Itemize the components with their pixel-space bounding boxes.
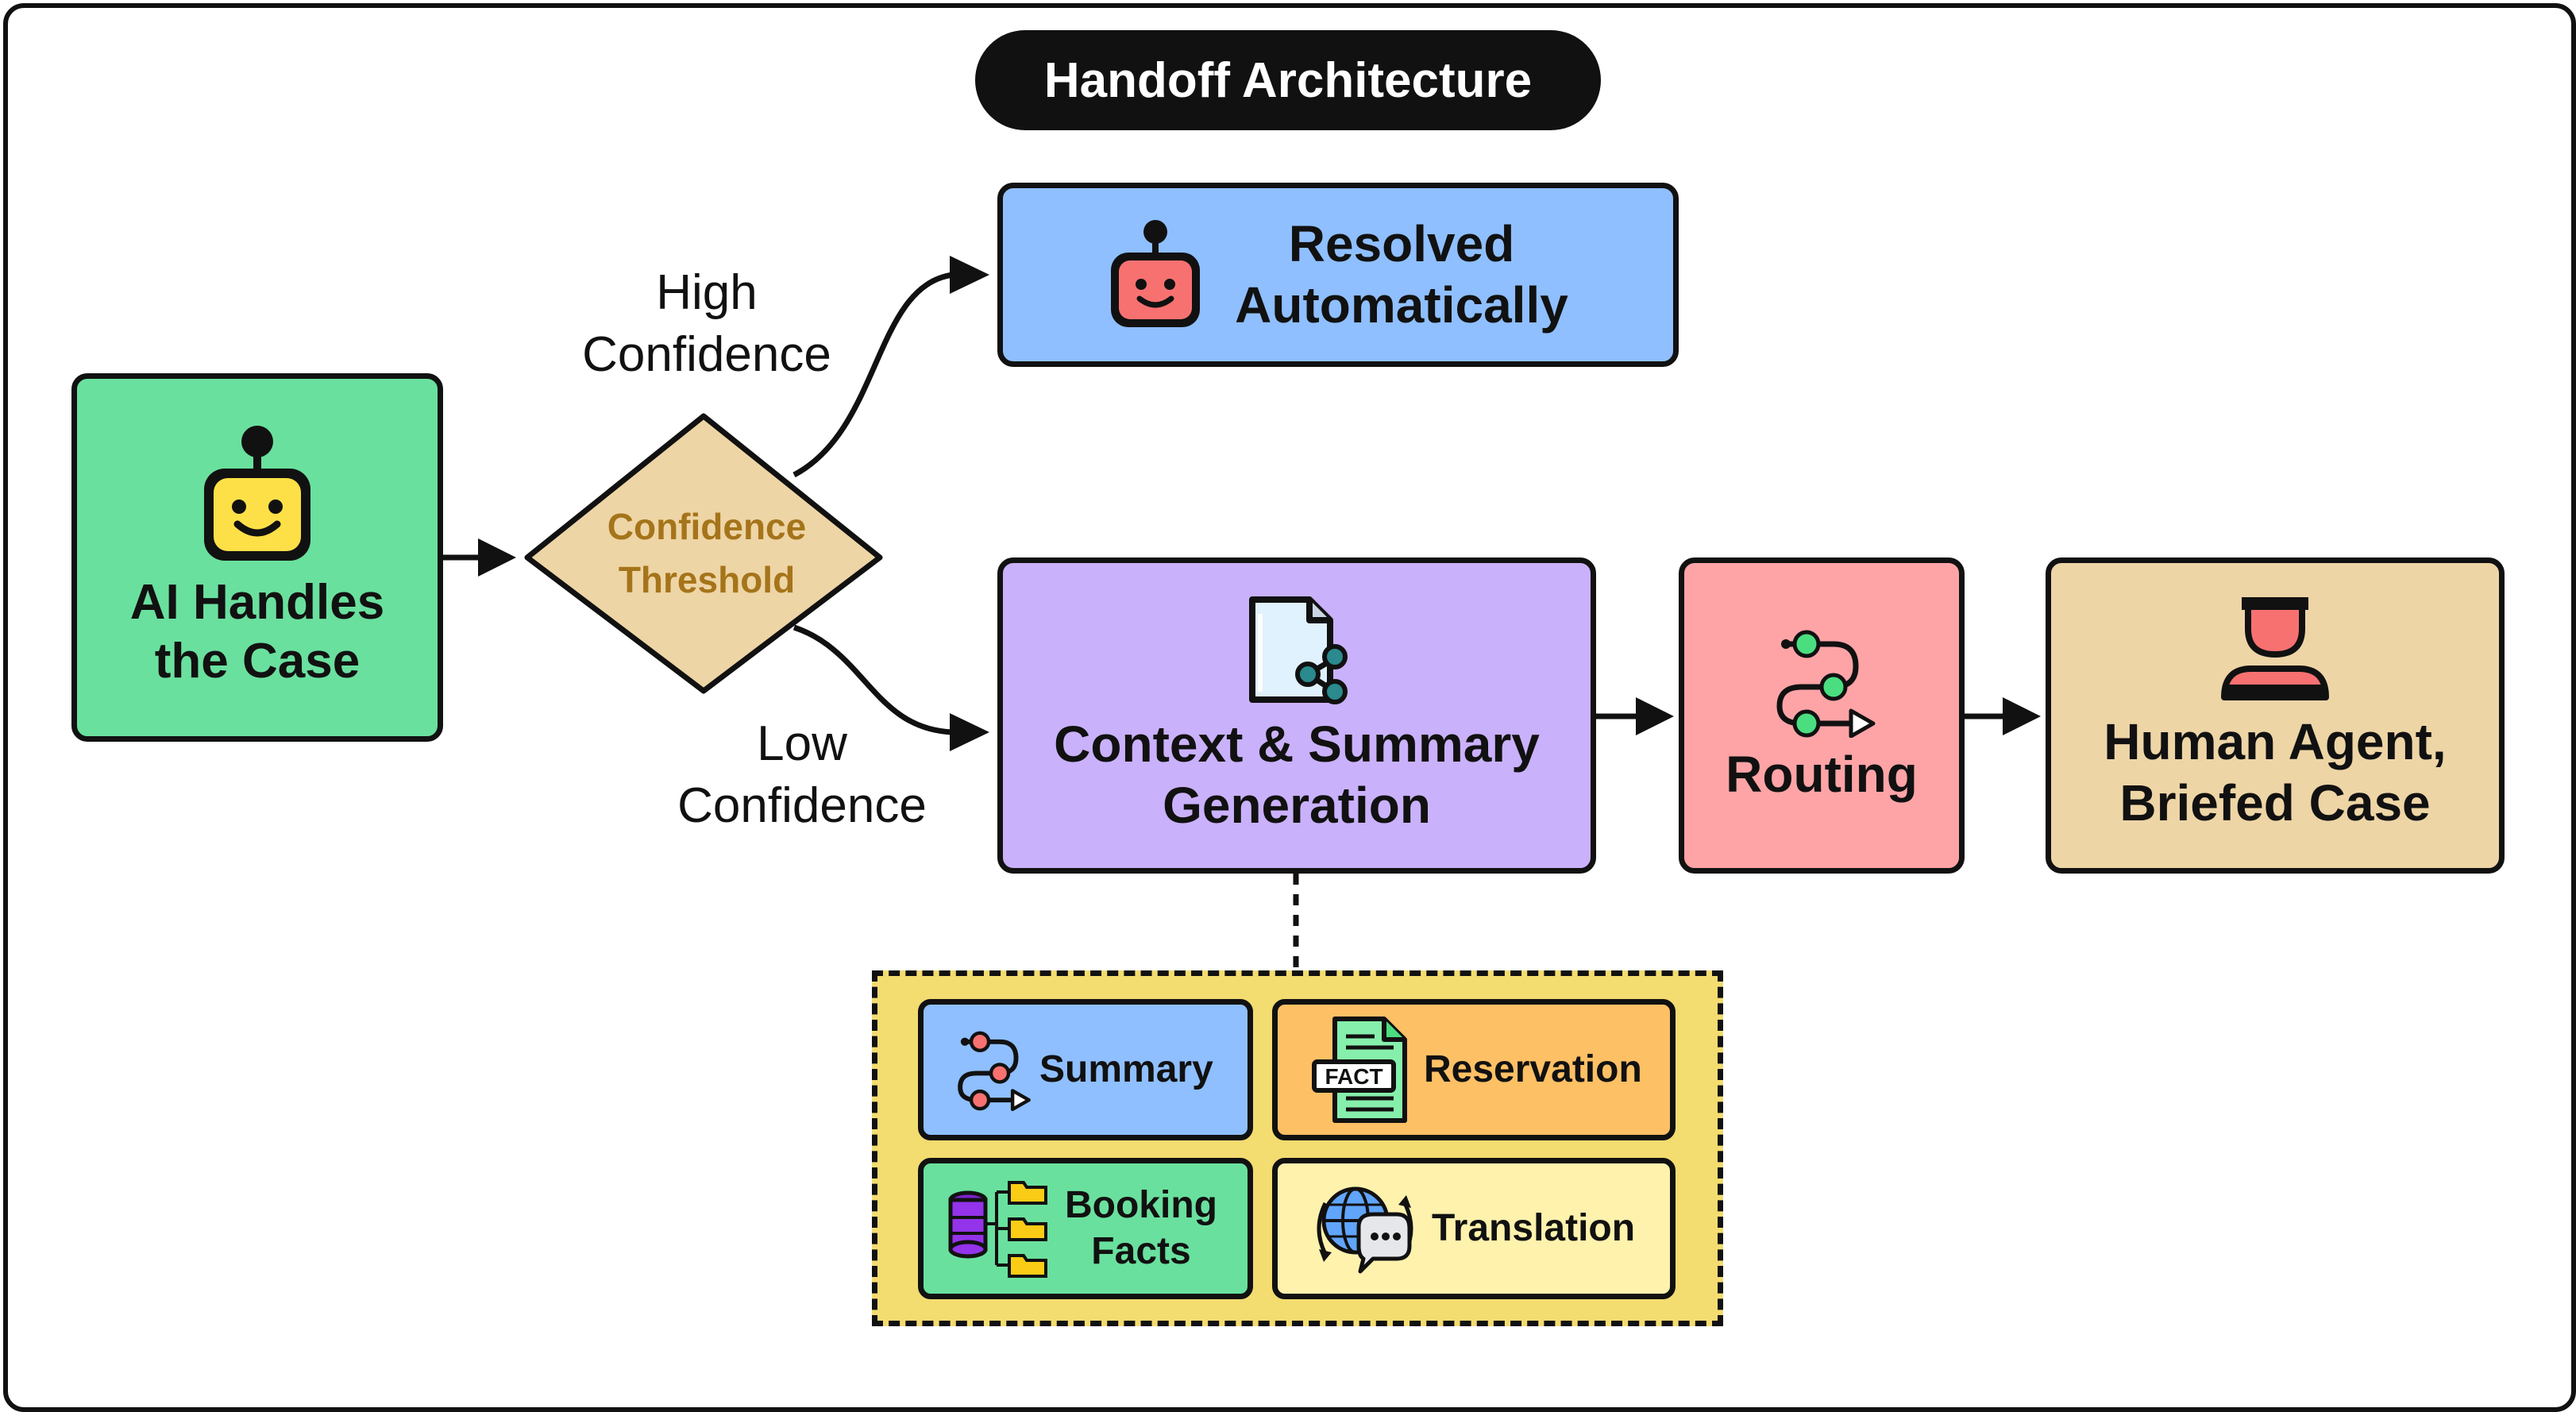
fact-document-icon: FACT [1312, 1017, 1407, 1123]
robot-icon [204, 425, 310, 561]
person-icon [2221, 597, 2329, 701]
database-folders-icon [948, 1181, 1047, 1278]
node-routing-label: Routing [1726, 745, 1918, 803]
chip-reservation: FACT Reservation [1272, 999, 1676, 1140]
globe-chat-icon [1317, 1186, 1413, 1274]
node-resolved-automatically: Resolved Automatically [997, 183, 1679, 367]
node-human-agent: Human Agent, Briefed Case [2046, 557, 2505, 874]
chip-booking-facts: Booking Facts [918, 1158, 1253, 1299]
node-ai-label: AI Handles the Case [129, 574, 385, 689]
edge-threshold-to-resolved [792, 256, 989, 478]
chip-reservation-label: Reservation [1424, 1048, 1642, 1091]
chip-booking-label: Booking Facts [1065, 1184, 1217, 1272]
route-icon [958, 1031, 1031, 1112]
node-resolved-label: Resolved Automatically [1235, 215, 1568, 334]
edge-context-to-routing [1596, 697, 1674, 735]
svg-text:FACT: FACT [1325, 1064, 1382, 1089]
edge-threshold-to-context [792, 624, 989, 751]
node-ai-handles-case: AI Handles the Case [71, 373, 443, 742]
chip-summary: Summary [918, 999, 1253, 1140]
node-human-label: Human Agent, Briefed Case [2104, 713, 2447, 831]
chip-translation-label: Translation [1432, 1207, 1636, 1250]
node-context-summary: Context & Summary Generation [997, 557, 1596, 874]
chip-summary-label: Summary [1039, 1048, 1213, 1091]
robot-icon [1111, 220, 1201, 327]
shared-document-icon [1249, 596, 1348, 705]
node-context-label: Context & Summary Generation [1054, 716, 1540, 834]
edge-routing-to-human [1965, 697, 2041, 735]
node-routing: Routing [1679, 557, 1965, 874]
threshold-diamond [524, 413, 883, 694]
edge-label-high: High Confidence [582, 265, 831, 382]
edge-ai-to-threshold [443, 538, 516, 577]
threshold-label: Confidence Threshold [607, 506, 807, 600]
edge-label-low: Low Confidence [677, 716, 927, 833]
diagram-title: Handoff Architecture [975, 30, 1601, 130]
chip-translation: Translation [1272, 1158, 1676, 1299]
route-icon [1776, 630, 1876, 738]
